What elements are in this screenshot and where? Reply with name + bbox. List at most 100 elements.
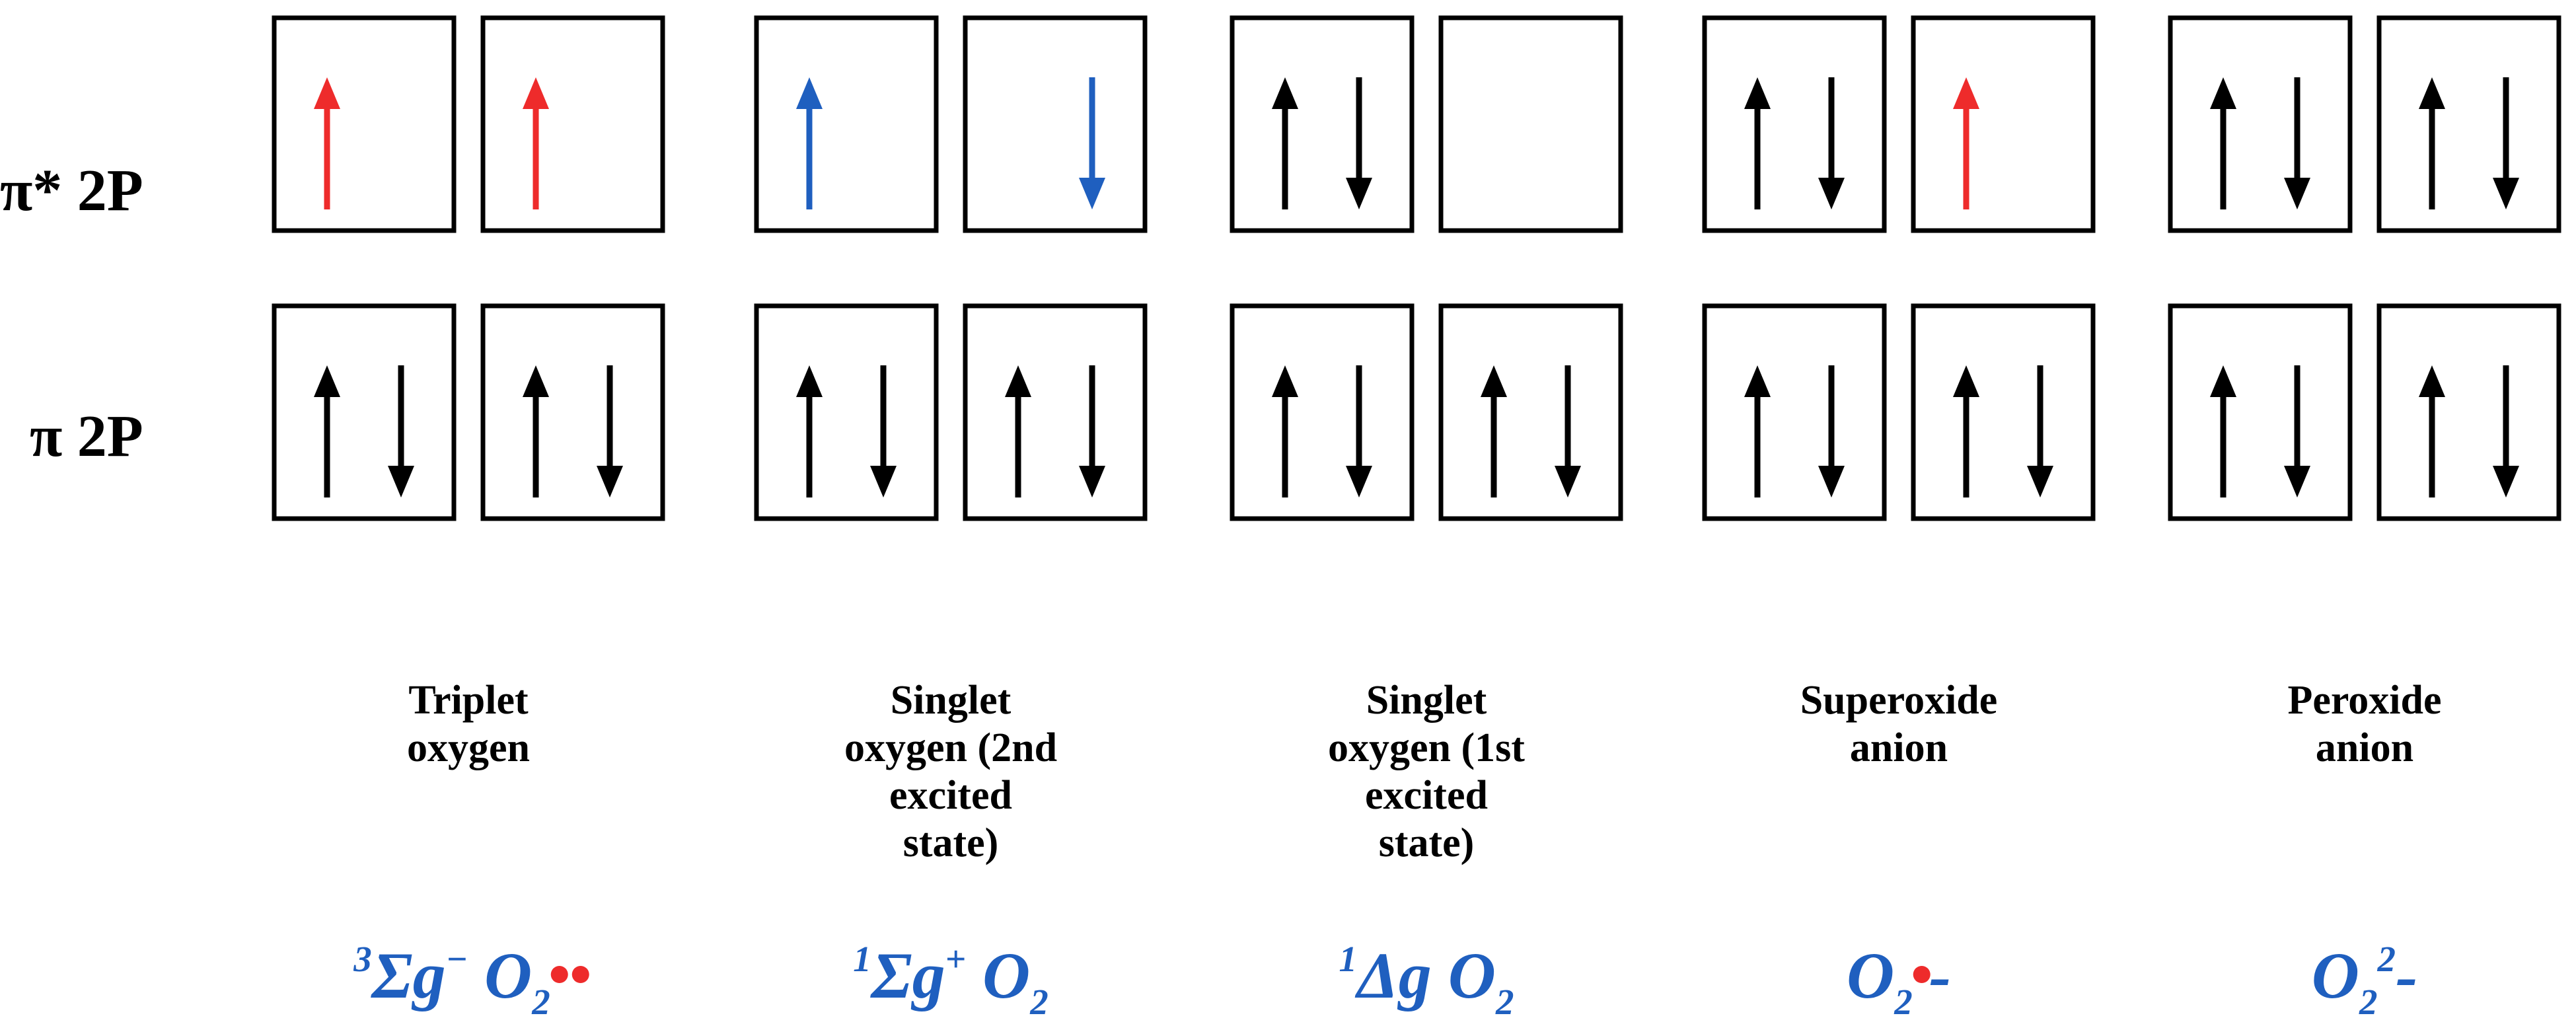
bonding-electron-up-arrow-icon (1005, 365, 1031, 497)
radical-dot-icon (550, 966, 568, 983)
antibonding-electron-up-arrow-icon (2210, 77, 2236, 209)
term-symbol-main: Σg (371, 939, 446, 1012)
radical-dot-icon (1913, 966, 1931, 983)
bonding-orbital-box (1230, 303, 1415, 521)
term-space (468, 939, 484, 1012)
species-name-line: Triplet (408, 678, 529, 723)
term-symbol: O2 - (1847, 939, 1951, 1022)
bonding-electron-up-arrow-icon (314, 365, 340, 497)
row-label-antibonding: π* 2P (0, 158, 143, 223)
term-symbol-sup: + (945, 939, 966, 979)
species-name-line: anion (1850, 725, 1948, 770)
antibonding-electron-up-arrow-icon (523, 77, 549, 209)
bonding-electron-up-arrow-icon (2419, 365, 2445, 497)
antibonding-orbital-box (1702, 15, 1887, 233)
antibonding-orbital-box (2168, 15, 2353, 233)
species-name-line: oxygen (407, 725, 530, 770)
term-formula: O (1847, 939, 1894, 1012)
bonding-electron-down-arrow-icon (597, 365, 623, 497)
species-name-line: anion (2316, 725, 2413, 770)
antibonding-electron-up-arrow-icon (1744, 77, 1771, 209)
species-name-line: Peroxide (2287, 678, 2441, 723)
term-multiplicity: 1 (1339, 939, 1358, 979)
bonding-orbital-box (2168, 303, 2353, 521)
antibonding-electron-up-arrow-icon (2419, 77, 2445, 209)
term-symbol: 1Σg+ O2 (853, 939, 1048, 1022)
bonding-orbital-box (1438, 303, 1623, 521)
bonding-electron-up-arrow-icon (2210, 365, 2236, 497)
antibonding-electron-up-arrow-icon (314, 77, 340, 209)
bonding-electron-up-arrow-icon (1481, 365, 1507, 497)
species-name-line: excited (889, 773, 1012, 818)
antibonding-electron-up-arrow-icon (796, 77, 823, 209)
bonding-electron-down-arrow-icon (1079, 365, 1105, 497)
antibonding-orbital-box (1230, 15, 1415, 233)
antibonding-electron-down-arrow-icon (1818, 77, 1845, 209)
antibonding-orbital-box (272, 15, 457, 233)
term-symbol-main: Δg (1354, 939, 1432, 1012)
antibonding-electron-up-arrow-icon (1272, 77, 1298, 209)
species-name-line: state) (1379, 821, 1475, 865)
antibonding-electron-down-arrow-icon (1346, 77, 1372, 209)
species-name-line: oxygen (2nd (844, 725, 1057, 770)
bonding-electron-up-arrow-icon (796, 365, 823, 497)
term-symbol: 1Δg O2 (1339, 939, 1514, 1022)
term-formula-subscript: 2 (531, 982, 550, 1022)
bonding-electron-down-arrow-icon (2284, 365, 2310, 497)
species-name-line: oxygen (1st (1328, 725, 1525, 770)
bonding-electron-up-arrow-icon (1744, 365, 1771, 497)
species-name-line: state) (903, 821, 999, 865)
bonding-electron-down-arrow-icon (388, 365, 414, 497)
bonding-orbital-box (480, 303, 665, 521)
bonding-orbital-box (1911, 303, 2096, 521)
bonding-orbital-box (272, 303, 457, 521)
bonding-electron-down-arrow-icon (2493, 365, 2519, 497)
antibonding-electron-down-arrow-icon (2493, 77, 2519, 209)
antibonding-electron-up-arrow-icon (1953, 77, 1979, 209)
bonding-orbital-box (754, 303, 939, 521)
term-formula: O (982, 939, 1030, 1012)
bonding-electron-down-arrow-icon (870, 365, 897, 497)
antibonding-orbital-box (1438, 15, 1623, 233)
term-symbol-main: Σg (870, 939, 945, 1012)
bonding-orbital-box (1702, 303, 1887, 521)
term-symbol: 3Σg− O2 (353, 939, 583, 1022)
radical-dot-icon (571, 966, 589, 983)
antibonding-electron-down-arrow-icon (1079, 77, 1105, 209)
antibonding-orbital-box (1911, 15, 2096, 233)
term-multiplicity: 1 (853, 939, 871, 979)
term-formula: O (484, 939, 532, 1012)
antibonding-electron-down-arrow-icon (2284, 77, 2310, 209)
antibonding-orbital-box (963, 15, 1148, 233)
bonding-electron-down-arrow-icon (1818, 365, 1845, 497)
term-formula-subscript: 2 (2359, 982, 2378, 1022)
term-charge-sup: 2 (2376, 939, 2396, 979)
row-label-bonding: π 2P (30, 404, 143, 469)
term-symbol: O22- (2312, 939, 2418, 1022)
term-symbol-sup: − (446, 939, 468, 979)
term-charge: - (2396, 939, 2417, 1012)
term-space (1432, 939, 1448, 1012)
bonding-electron-down-arrow-icon (1555, 365, 1581, 497)
species-name-line: Superoxide (1800, 678, 1998, 723)
bonding-electron-up-arrow-icon (1953, 365, 1979, 497)
species-name-line: excited (1365, 773, 1488, 818)
term-charge: - (1929, 939, 1951, 1012)
species-name-line: Singlet (1366, 678, 1487, 723)
species-name-line: Singlet (891, 678, 1012, 723)
term-formula: O (1448, 939, 1496, 1012)
term-formula-subscript: 2 (1495, 982, 1514, 1022)
antibonding-orbital-box (2376, 15, 2561, 233)
term-space (966, 939, 982, 1012)
term-formula-subscript: 2 (1029, 982, 1049, 1022)
